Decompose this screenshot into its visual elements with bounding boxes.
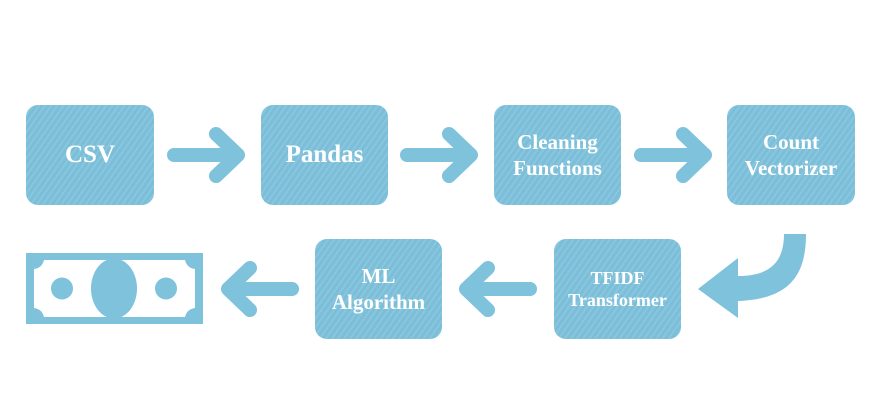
node-count-line2: Vectorizer [744, 156, 838, 180]
arrow-csv-to-pandas [167, 127, 245, 183]
node-tfidf-line1: TFIDF [590, 267, 645, 288]
node-ml-line1: ML [361, 263, 396, 288]
node-count-vectorizer: Count Vectorizer [727, 105, 855, 205]
node-tfidf-transformer: TFIDF Transformer [554, 239, 681, 339]
node-pandas: Pandas [261, 105, 388, 205]
node-cleaning-line2: Functions [513, 156, 602, 180]
money-bill-icon [26, 253, 203, 324]
node-ml-algorithm: ML Algorithm [315, 239, 442, 339]
arrow-pandas-to-cleaning [400, 127, 478, 183]
arrow-cleaning-to-count [634, 127, 712, 183]
node-cleaning-line1: Cleaning [517, 129, 598, 154]
node-ml-line2: Algorithm [331, 290, 426, 314]
node-tfidf-line2: Transformer [568, 290, 667, 310]
node-csv-label: CSV [64, 141, 115, 169]
arrow-ml-to-money [221, 261, 299, 317]
arrow-tfidf-to-ml [459, 261, 537, 317]
curved-arrow-count-to-tfidf [698, 234, 806, 318]
node-cleaning-functions: Cleaning Functions [494, 105, 621, 205]
node-count-line1: Count [762, 129, 820, 154]
node-csv: CSV [26, 105, 154, 205]
node-pandas-label: Pandas [285, 141, 364, 169]
